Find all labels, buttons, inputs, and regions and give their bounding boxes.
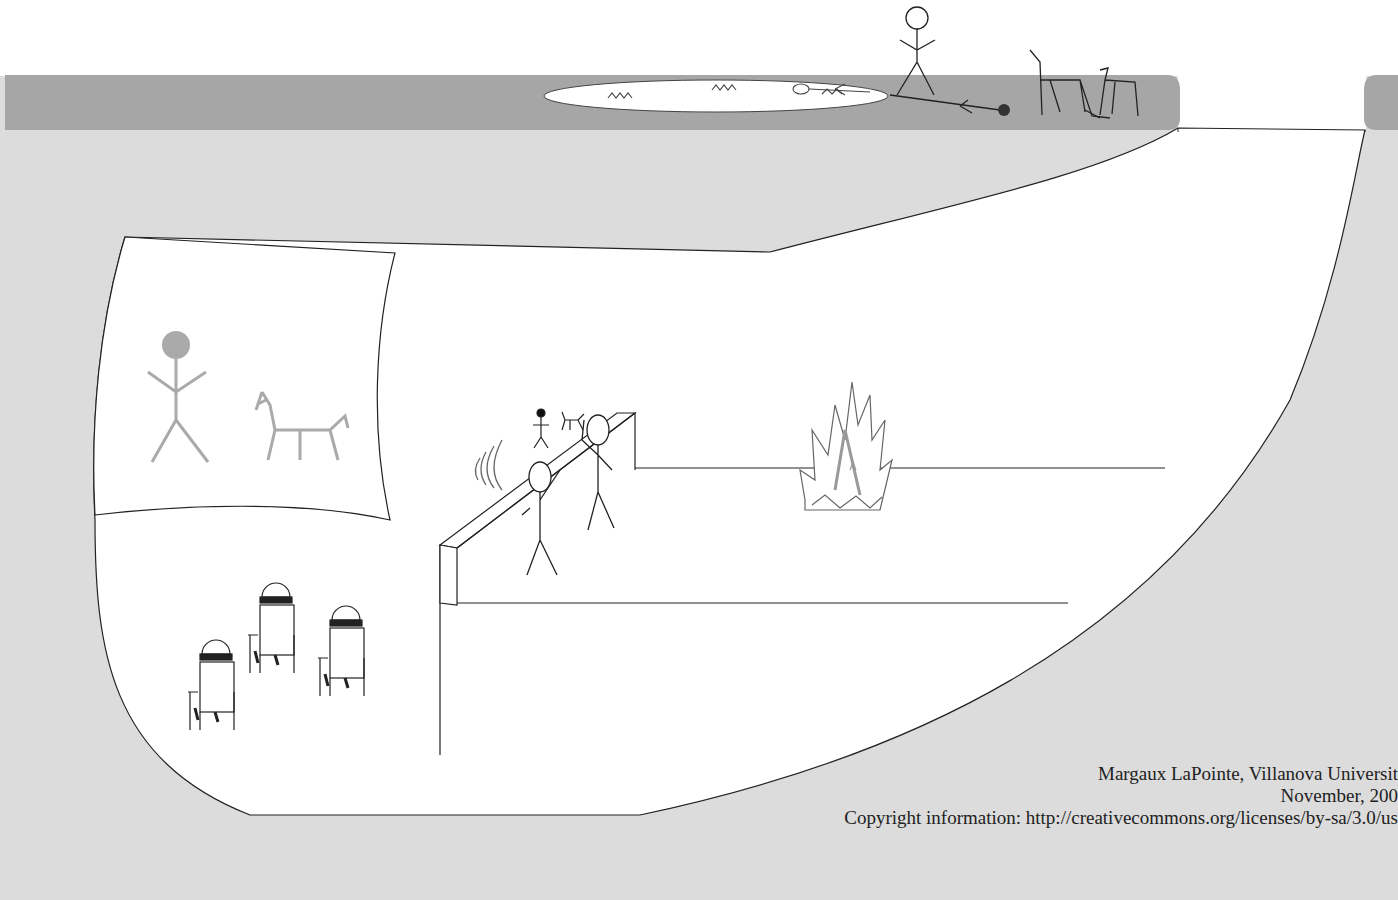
credit-note: Margaux LaPointe, Villanova Universit [1098, 763, 1398, 785]
sky [0, 0, 1398, 76]
freed-prisoner [890, 7, 1010, 116]
ground-band [1364, 75, 1398, 130]
credit-note: Copyright information: http://creativeco… [844, 807, 1398, 829]
water-ripples [608, 84, 870, 98]
horses [1030, 50, 1138, 118]
cave-opening [1178, 70, 1366, 132]
carried-objects [533, 409, 584, 448]
fire [800, 382, 892, 510]
cave-interior [94, 128, 1365, 815]
carriers [475, 415, 614, 575]
prisoners [188, 583, 364, 730]
lake [544, 80, 888, 112]
credit-note: November, 200 [1281, 785, 1398, 807]
shadow-figures [148, 331, 348, 462]
ground-band [5, 75, 1180, 130]
shadow-wall [94, 237, 395, 520]
low-wall [440, 413, 1165, 755]
cave-edge [1178, 128, 1365, 132]
